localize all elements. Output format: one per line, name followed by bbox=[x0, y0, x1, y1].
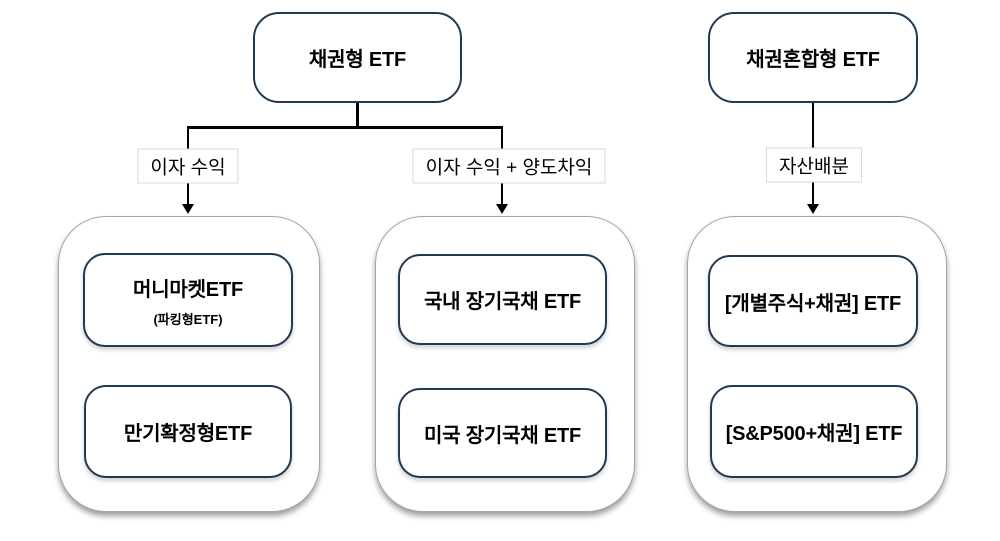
item-title: [개별주식+채권] ETF bbox=[724, 292, 902, 315]
edge-label-interest-income: 이자 수익 bbox=[137, 148, 239, 184]
root-box-bond-mixed-etf: 채권혼합형 ETF bbox=[708, 12, 918, 103]
item-subtitle: (파킹형ETF) bbox=[153, 311, 223, 327]
arrowhead-branch-right-icon bbox=[495, 204, 508, 214]
item-box-individual-stock-plus-bond-etf: [개별주식+채권] ETF bbox=[708, 255, 918, 347]
item-title: 머니마켓ETF bbox=[133, 278, 243, 301]
edge-label-asset-allocation: 자산배분 bbox=[766, 147, 862, 183]
root-box-bond-etf: 채권형 ETF bbox=[253, 12, 462, 103]
item-title: 만기확정형ETF bbox=[123, 423, 253, 445]
item-box-domestic-long-term-treasury-etf: 국내 장기국채 ETF bbox=[398, 254, 607, 345]
item-title: 국내 장기국채 ETF bbox=[423, 291, 582, 313]
arrowhead-mixed-icon bbox=[806, 204, 819, 214]
item-box-sp500-plus-bond-etf: [S&P500+채권] ETF bbox=[710, 385, 918, 478]
item-box-money-market-etf: 머니마켓ETF (파킹형ETF) bbox=[83, 253, 293, 347]
item-title: 미국 장기국채 ETF bbox=[423, 424, 582, 447]
root-box-bond-etf-label: 채권형 ETF bbox=[308, 49, 407, 71]
arrowhead-branch-left-icon bbox=[181, 204, 194, 214]
connector-bond-branch-horizontal bbox=[186, 126, 504, 129]
connector-bond-root-stub bbox=[356, 103, 359, 128]
item-box-us-long-term-treasury-etf: 미국 장기국채 ETF bbox=[398, 388, 607, 478]
item-title: [S&P500+채권] ETF bbox=[725, 423, 903, 445]
root-box-bond-mixed-etf-label: 채권혼합형 ETF bbox=[746, 49, 880, 71]
item-box-fixed-maturity-etf: 만기확정형ETF bbox=[84, 385, 292, 478]
edge-label-interest-plus-capital-gain: 이자 수익 + 양도차익 bbox=[412, 148, 606, 184]
